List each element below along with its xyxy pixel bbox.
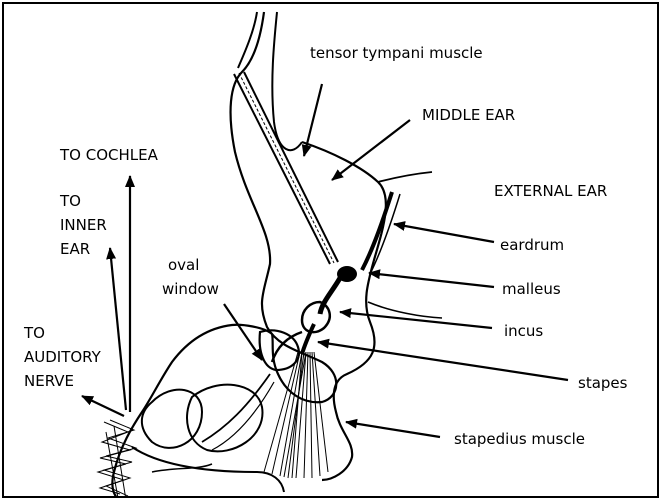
label-incus: incus <box>504 320 543 342</box>
label-oval-window-1: oval <box>168 254 199 276</box>
label-to-inner-ear-1: TO <box>60 190 81 212</box>
label-oval-window-2: window <box>162 278 219 300</box>
label-stapedius-muscle: stapedius muscle <box>454 428 585 450</box>
inner-ear-loop-4 <box>212 382 274 450</box>
arrow-middle-ear <box>332 120 410 180</box>
label-to-inner-ear-3: EAR <box>60 238 90 260</box>
arrow-malleus <box>369 273 494 287</box>
label-tensor-tympani-muscle: tensor tympani muscle <box>310 42 483 64</box>
arrow-to-inner-ear <box>110 248 126 410</box>
middle-ear-right-wall <box>302 142 386 480</box>
incus-shape <box>302 302 330 332</box>
diagram-frame: tensor tympani muscle MIDDLE EAR TO COCH… <box>2 2 659 498</box>
arrow-oval-window <box>224 304 262 360</box>
label-stapes: stapes <box>578 372 627 394</box>
stapedius-muscle-fan <box>264 352 328 478</box>
tensor-tympani-band-b <box>244 72 338 262</box>
label-to-inner-ear-2: INNER <box>60 214 107 236</box>
label-eardrum: eardrum <box>500 234 564 256</box>
label-external-ear: EXTERNAL EAR <box>494 180 607 202</box>
inner-ear-base <box>132 447 284 492</box>
upper-canal-wall <box>238 12 257 68</box>
label-malleus: malleus <box>502 278 561 300</box>
arrow-to-auditory-nerve <box>82 396 124 416</box>
arrow-stapedius <box>346 422 440 437</box>
label-to-auditory-nerve-3: NERVE <box>24 370 74 392</box>
tensor-tympani-band-c <box>239 73 334 263</box>
label-to-cochlea: TO COCHLEA <box>60 144 158 166</box>
label-middle-ear: MIDDLE EAR <box>422 104 515 126</box>
external-canal-top <box>378 172 432 182</box>
arrow-stapes <box>318 342 568 380</box>
malleus-neck <box>320 278 340 314</box>
arrow-eardrum <box>394 224 494 242</box>
label-to-auditory-nerve-2: AUDITORY <box>24 346 101 368</box>
tensor-tympani-band-a <box>234 74 330 264</box>
label-to-auditory-nerve-1: TO <box>24 322 45 344</box>
upper-canal-right <box>272 12 302 150</box>
